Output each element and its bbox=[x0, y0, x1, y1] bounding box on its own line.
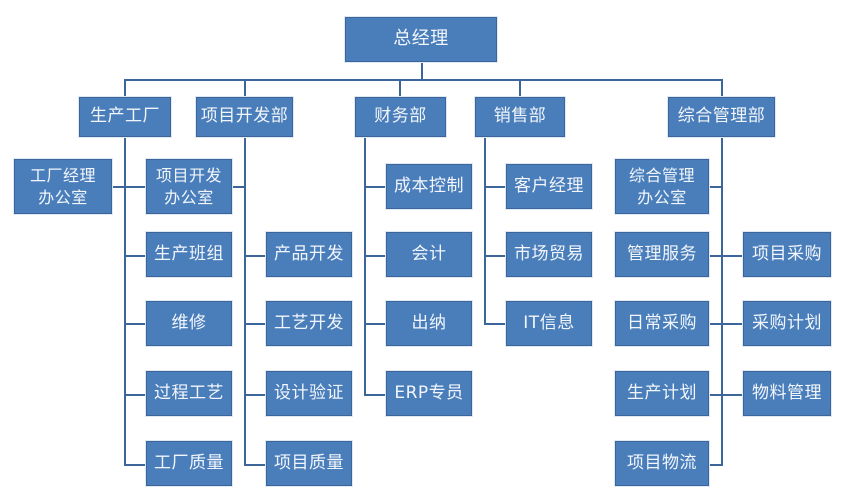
connector-drop-d5 bbox=[721, 79, 723, 97]
connector-stub-admin-r3 bbox=[721, 394, 743, 396]
connector-stub-finance-2 bbox=[364, 255, 386, 257]
node-project-quality[interactable]: 项目质量 bbox=[265, 440, 353, 487]
node-process-development[interactable]: 工艺开发 bbox=[265, 300, 353, 347]
connector-stub-admin-l3 bbox=[709, 323, 723, 325]
node-management-service[interactable]: 管理服务 bbox=[614, 231, 710, 278]
connector-stub-project-r2 bbox=[244, 323, 266, 325]
connector-stub-factory-r2 bbox=[124, 255, 146, 257]
node-root-general-manager[interactable]: 总经理 bbox=[344, 16, 498, 63]
connector-spine-project bbox=[244, 136, 246, 466]
node-dept-sales[interactable]: 销售部 bbox=[474, 96, 566, 138]
connector-spine-sales bbox=[484, 136, 486, 324]
node-maintenance[interactable]: 维修 bbox=[145, 300, 233, 347]
connector-stub-admin-r2 bbox=[721, 323, 743, 325]
connector-stub-project-r4 bbox=[244, 464, 266, 466]
node-dept-general-administration[interactable]: 综合管理部 bbox=[667, 96, 776, 138]
connector-stub-admin-l2 bbox=[709, 255, 723, 257]
connector-drop-d3 bbox=[399, 79, 401, 97]
connector-stub-project-l1 bbox=[232, 186, 246, 188]
node-dept-production-factory[interactable]: 生产工厂 bbox=[78, 96, 172, 138]
connector-stub-factory-r3 bbox=[124, 323, 146, 325]
node-daily-procurement[interactable]: 日常采购 bbox=[614, 300, 710, 347]
node-project-procurement[interactable]: 项目采购 bbox=[742, 231, 832, 278]
connector-top-bus bbox=[125, 79, 723, 81]
node-cashier[interactable]: 出纳 bbox=[385, 300, 473, 347]
node-process-technology[interactable]: 过程工艺 bbox=[145, 370, 233, 417]
connector-stub-sales-top bbox=[484, 136, 520, 138]
connector-stub-admin-l1 bbox=[709, 186, 723, 188]
node-cost-control[interactable]: 成本控制 bbox=[385, 163, 473, 210]
node-product-development[interactable]: 产品开发 bbox=[265, 231, 353, 278]
connector-stub-admin-l5 bbox=[709, 464, 723, 466]
connector-stub-admin-l4 bbox=[709, 394, 723, 396]
node-dept-finance[interactable]: 财务部 bbox=[354, 96, 447, 138]
connector-stub-finance-1 bbox=[364, 186, 386, 188]
node-accounting[interactable]: 会计 bbox=[385, 231, 473, 278]
connector-stub-finance-4 bbox=[364, 394, 386, 396]
connector-stub-sales-2 bbox=[484, 255, 506, 257]
connector-stub-finance-top bbox=[364, 136, 400, 138]
connector-stub-project-r3 bbox=[244, 394, 266, 396]
node-factory-manager-office[interactable]: 工厂经理 办公室 bbox=[13, 158, 113, 215]
connector-stub-project-r1 bbox=[244, 255, 266, 257]
connector-drop-d1 bbox=[124, 79, 126, 97]
connector-stub-sales-1 bbox=[484, 186, 506, 188]
connector-spine-factory bbox=[124, 136, 126, 466]
node-factory-quality[interactable]: 工厂质量 bbox=[145, 440, 233, 487]
connector-stub-factory-r4 bbox=[124, 394, 146, 396]
node-market-trade[interactable]: 市场贸易 bbox=[505, 231, 593, 278]
connector-spine-finance bbox=[364, 136, 366, 395]
connector-stub-sales-3 bbox=[484, 323, 506, 325]
node-design-verification[interactable]: 设计验证 bbox=[265, 370, 353, 417]
connector-stub-factory-r5 bbox=[124, 464, 146, 466]
connector-stub-factory-r1 bbox=[124, 186, 146, 188]
node-it-information[interactable]: IT信息 bbox=[505, 300, 593, 347]
connector-drop-d4 bbox=[519, 79, 521, 97]
connector-drop-d2 bbox=[244, 79, 246, 97]
connector-spine-admin bbox=[721, 136, 723, 466]
node-production-team[interactable]: 生产班组 bbox=[145, 231, 233, 278]
node-project-development-office[interactable]: 项目开发 办公室 bbox=[145, 158, 233, 215]
node-general-administration-office[interactable]: 综合管理 办公室 bbox=[614, 158, 710, 215]
connector-stub-admin-r1 bbox=[721, 255, 743, 257]
node-procurement-plan[interactable]: 采购计划 bbox=[742, 300, 832, 347]
node-dept-project-development[interactable]: 项目开发部 bbox=[195, 96, 294, 138]
node-material-management[interactable]: 物料管理 bbox=[742, 370, 832, 417]
node-customer-manager[interactable]: 客户经理 bbox=[505, 163, 593, 210]
connector-stub-finance-3 bbox=[364, 323, 386, 325]
node-erp-specialist[interactable]: ERP专员 bbox=[385, 370, 473, 417]
connector-stub-factory-l1 bbox=[112, 186, 126, 188]
node-production-plan[interactable]: 生产计划 bbox=[614, 370, 710, 417]
node-project-logistics[interactable]: 项目物流 bbox=[614, 440, 710, 487]
connector-root-stem bbox=[421, 62, 423, 80]
